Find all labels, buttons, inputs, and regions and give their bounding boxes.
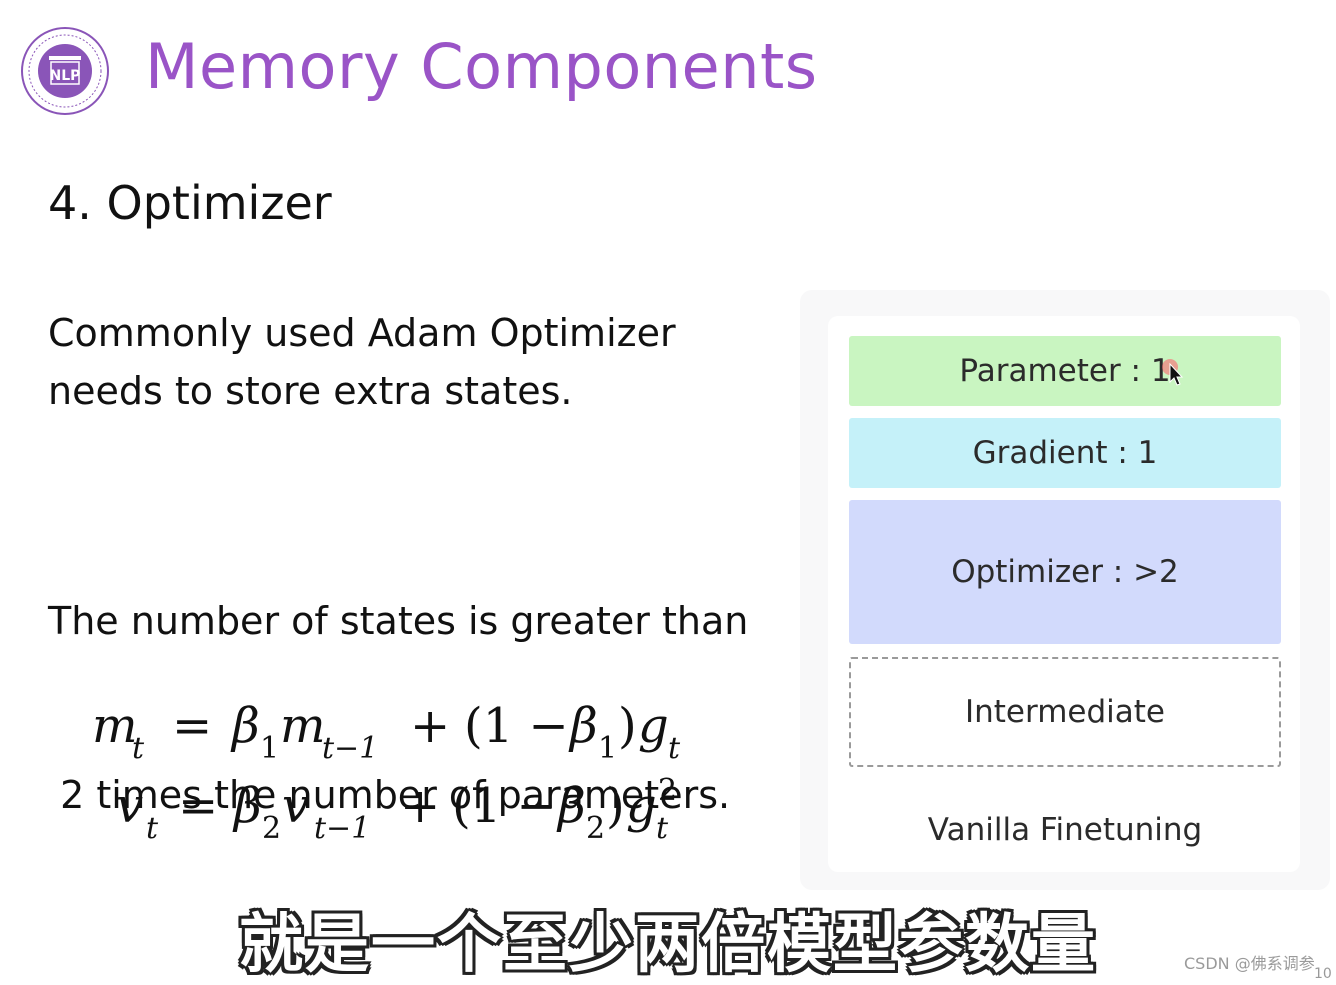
paragraph-line: 2 times the number of parameters. bbox=[48, 773, 731, 817]
csdn-watermark: CSDN @佛系调参 bbox=[1184, 954, 1315, 973]
formula-term-sub: t−1 bbox=[322, 731, 378, 766]
paragraph-line: The number of states is greater than bbox=[48, 599, 749, 643]
svg-text:): ) bbox=[606, 778, 625, 834]
formula-grad: g bbox=[626, 778, 657, 834]
svg-text:+: + bbox=[410, 698, 450, 754]
formula-grad-sub: t bbox=[656, 811, 669, 846]
paragraph-line: needs to store extra states. bbox=[48, 369, 573, 413]
optimizer-block: Optimizer : >2 bbox=[849, 500, 1281, 644]
formula-lhs-sub: t bbox=[146, 811, 159, 846]
formula-v: v t = β 2 v t−1 + (1 − β 2 ) g t 2 bbox=[116, 773, 677, 846]
formula-lhs: m bbox=[92, 698, 138, 754]
formula-term: v bbox=[282, 778, 309, 834]
formula-beta: β bbox=[230, 698, 260, 754]
svg-text:=: = bbox=[178, 778, 218, 834]
svg-text:(1 −: (1 − bbox=[464, 698, 569, 754]
gradient-block: Gradient : 1 bbox=[849, 418, 1281, 488]
formula-term-sub: t−1 bbox=[314, 811, 370, 846]
svg-text:(1 −: (1 − bbox=[452, 778, 557, 834]
svg-text:+: + bbox=[400, 778, 440, 834]
intermediate-label: Intermediate bbox=[964, 694, 1165, 730]
video-subtitle: 就是一个至少两倍模型参数量 bbox=[239, 908, 1097, 982]
caption-label: Vanilla Finetuning bbox=[927, 812, 1203, 848]
formula-lhs: v bbox=[116, 778, 143, 834]
optimizer-label: Optimizer : >2 bbox=[951, 554, 1179, 590]
svg-text:): ) bbox=[618, 698, 637, 754]
section-heading: 4. Optimizer bbox=[48, 176, 332, 230]
formula-grad-sup: 2 bbox=[658, 773, 677, 808]
parameter-label: Parameter : 1 bbox=[959, 353, 1171, 389]
mouse-cursor-icon bbox=[1162, 359, 1184, 386]
svg-text:=: = bbox=[172, 698, 212, 754]
formula-beta-sub: 1 bbox=[260, 731, 279, 766]
paragraph-adam: Commonly used Adam Optimizer needs to st… bbox=[48, 304, 676, 420]
formula-beta: β bbox=[232, 778, 262, 834]
logo-text: NLP bbox=[50, 68, 81, 84]
intermediate-block: Intermediate bbox=[849, 657, 1281, 767]
university-nlp-logo: NLP bbox=[21, 27, 109, 115]
formula-grad: g bbox=[638, 698, 669, 754]
paragraph-states: The number of states is greater than 2 t… bbox=[48, 476, 748, 882]
formula-beta: β bbox=[556, 778, 586, 834]
formula-lhs-sub: t bbox=[132, 731, 145, 766]
adam-update-formulas: m t = β 1 m t−1 + (1 − β 1 ) g t v t = β… bbox=[92, 698, 681, 846]
formula-grad-sub: t bbox=[668, 731, 681, 766]
formula-beta: β bbox=[568, 698, 598, 754]
slide-title: Memory Components bbox=[145, 30, 818, 103]
gradient-label: Gradient : 1 bbox=[972, 435, 1158, 471]
diagram-caption: Vanilla Finetuning bbox=[849, 795, 1281, 865]
formula-term: m bbox=[280, 698, 326, 754]
formula-beta-sub: 1 bbox=[598, 731, 617, 766]
paragraph-line: Commonly used Adam Optimizer bbox=[48, 311, 676, 355]
page-number: 10 bbox=[1314, 966, 1332, 982]
formula-beta-sub: 2 bbox=[586, 811, 605, 846]
formula-beta-sub: 2 bbox=[262, 811, 281, 846]
formula-m: m t = β 1 m t−1 + (1 − β 1 ) g t bbox=[92, 698, 681, 766]
parameter-block: Parameter : 1 bbox=[849, 336, 1281, 406]
